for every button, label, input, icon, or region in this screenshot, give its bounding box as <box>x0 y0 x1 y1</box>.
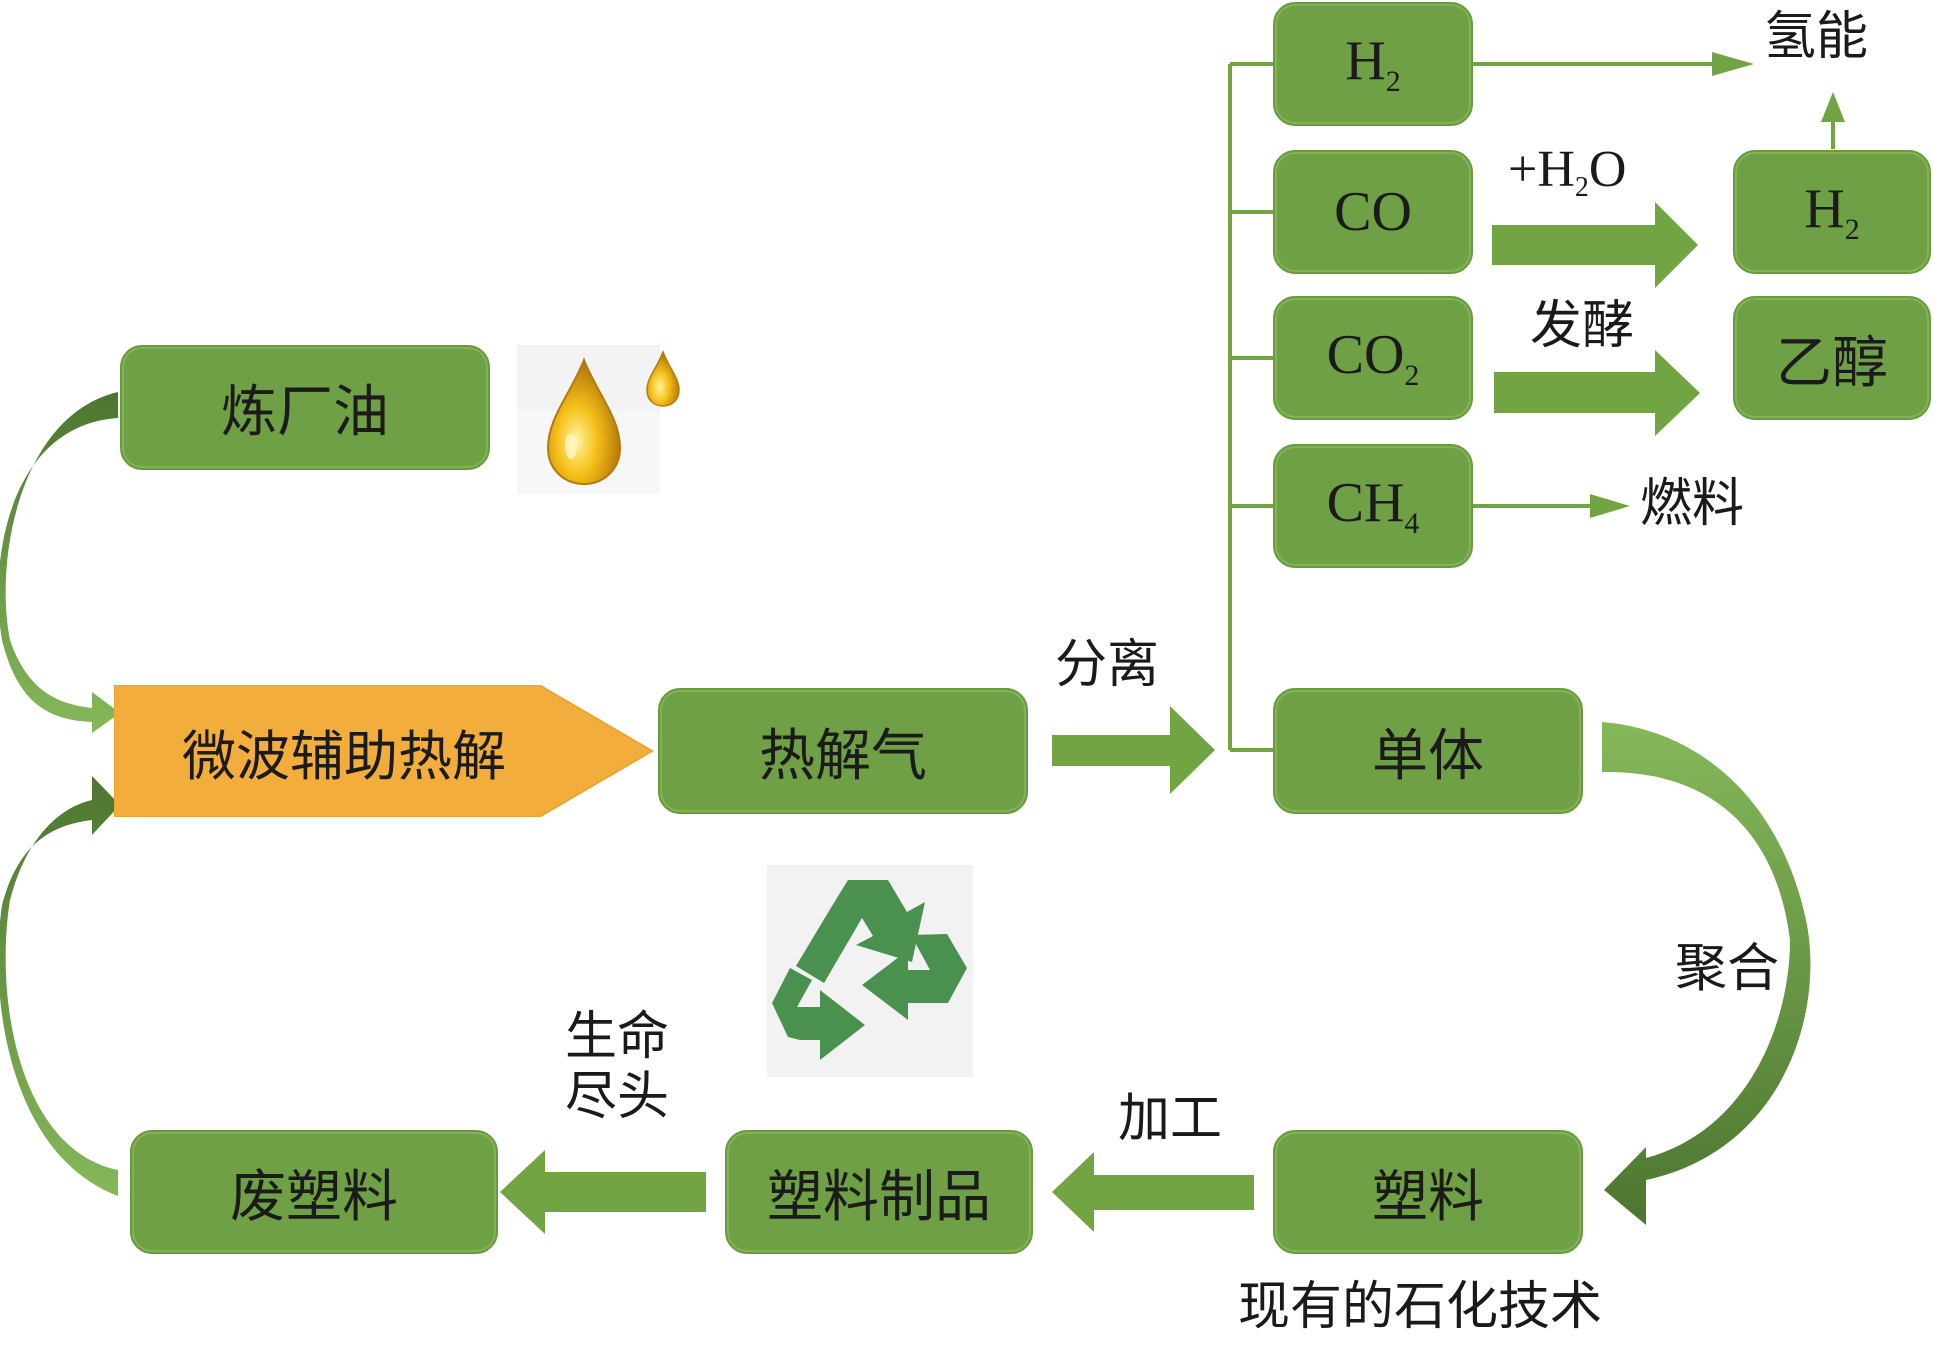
ethanol-label: 乙醇 <box>1776 330 1888 396</box>
arrow-co-to-h2 <box>1492 202 1698 288</box>
box-plastic: 塑料 <box>1273 1130 1583 1254</box>
branch-lines <box>1228 62 1835 752</box>
arrow-products-to-waste <box>500 1150 706 1234</box>
h2-right-label: H2 <box>1804 178 1860 246</box>
polymerization-label: 聚合 <box>1675 939 1780 999</box>
curved-arrow-waste-to-pyrolysis <box>0 776 120 1196</box>
pyrolysis-label: 微波辅助热解 <box>182 724 506 788</box>
fuel-label: 燃料 <box>1640 474 1745 534</box>
box-refinery-oil: 炼厂油 <box>120 345 490 470</box>
pyrolysis-pentagon <box>114 685 654 817</box>
ch4-label: CH4 <box>1326 472 1420 540</box>
box-waste-plastic: 废塑料 <box>130 1130 498 1254</box>
fermentation-label: 发酵 <box>1530 296 1635 356</box>
hydrogen-energy-label: 氢能 <box>1764 7 1869 67</box>
oil-drop-icon <box>517 345 680 494</box>
end-of-life-label: 生命 尽头 <box>565 1007 670 1127</box>
arrowhead-h2-up <box>1821 92 1845 122</box>
waste-plastic-label: 废塑料 <box>230 1164 398 1230</box>
box-plastic-products: 塑料制品 <box>725 1130 1033 1254</box>
box-ethanol: 乙醇 <box>1733 296 1931 420</box>
co-label: CO <box>1334 181 1412 243</box>
curved-arrow-oil-to-pyrolysis <box>0 392 120 733</box>
box-co2: CO2 <box>1273 296 1473 420</box>
monomer-label: 单体 <box>1372 723 1484 789</box>
water-label: +H2O <box>1508 141 1627 203</box>
box-monomer: 单体 <box>1273 688 1583 814</box>
arrow-plastic-to-products <box>1052 1152 1254 1232</box>
petrochem-label: 现有的石化技术 <box>1238 1277 1603 1337</box>
processing-label: 加工 <box>1118 1089 1223 1149</box>
co2-label: CO2 <box>1326 324 1420 392</box>
arrow-co2-to-ethanol <box>1494 350 1700 436</box>
arrow-pyrolysis-gas-to-branch <box>1052 706 1215 794</box>
plastic-products-label: 塑料制品 <box>767 1164 991 1230</box>
box-pyrolysis-gas: 热解气 <box>658 688 1028 814</box>
h2-top-label: H2 <box>1345 30 1401 98</box>
arrowhead-to-fuel <box>1590 494 1630 518</box>
box-h2-right: H2 <box>1733 150 1931 274</box>
plastic-label: 塑料 <box>1372 1164 1484 1230</box>
refinery-oil-label: 炼厂油 <box>221 380 389 445</box>
arrowhead-to-hydrogen-energy <box>1712 52 1754 76</box>
box-ch4: CH4 <box>1273 444 1473 568</box>
curved-arrow-monomer-to-plastic <box>1602 722 1811 1225</box>
box-h2-top: H2 <box>1273 2 1473 126</box>
recycle-icon <box>767 865 973 1077</box>
box-co: CO <box>1273 150 1473 274</box>
pyrolysis-gas-label: 热解气 <box>759 723 927 789</box>
separation-label: 分离 <box>1055 635 1160 695</box>
